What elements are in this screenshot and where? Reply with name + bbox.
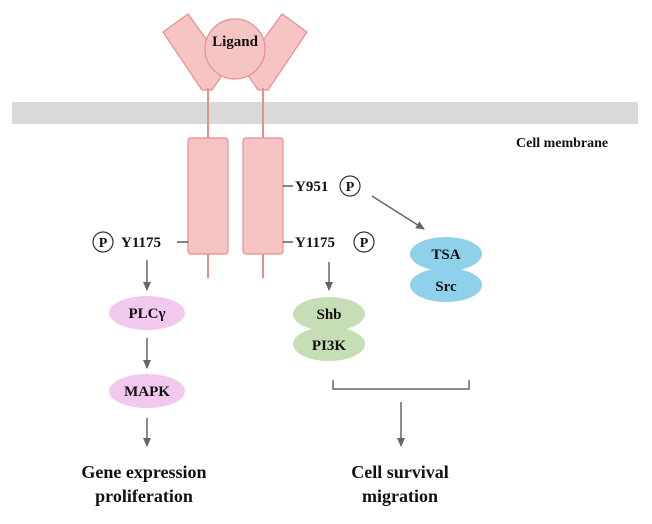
pi3k-label: PI3K — [312, 338, 347, 354]
outcome-left-line2: proliferation — [95, 486, 193, 506]
plcg-node — [109, 296, 185, 330]
shb-node — [293, 297, 365, 331]
receptor-left-arm — [162, 13, 228, 91]
arrow-y951-to-tsa — [371, 195, 425, 230]
src-node — [410, 268, 482, 302]
right-y951-label: Y951 — [295, 179, 328, 195]
shb-label: Shb — [316, 307, 341, 323]
receptor-kinase-left — [187, 137, 229, 255]
left-y1175-label: Y1175 — [121, 235, 161, 251]
mapk-label: MAPK — [124, 384, 170, 400]
convergence-bracket — [332, 380, 470, 390]
right-y1175-phospho-label: P — [360, 236, 369, 251]
left-phospho-circle — [92, 231, 114, 253]
cell-membrane-label: Cell membrane — [516, 136, 608, 151]
right-y951-phospho-label: P — [346, 180, 355, 195]
outcome-right-line2: migration — [362, 486, 438, 506]
cell-membrane-band — [12, 102, 638, 124]
pi3k-node — [293, 327, 365, 361]
receptor-right-arm — [242, 13, 308, 91]
receptor-extracellular-domain — [162, 13, 308, 91]
plcg-label: PLCγ — [128, 306, 165, 322]
outcome-left-line1: Gene expression — [81, 462, 206, 482]
right-y951-phospho-circle — [339, 175, 361, 197]
ligand-label: Ligand — [212, 34, 259, 50]
left-phospho-label: P — [99, 236, 108, 251]
receptor-kinase-right — [242, 137, 284, 255]
mapk-node — [109, 374, 185, 408]
receptor-stalks — [207, 88, 264, 278]
tsa-node — [410, 237, 482, 271]
src-label: Src — [435, 279, 457, 295]
right-y1175-label: Y1175 — [295, 235, 335, 251]
right-y1175-phospho-circle — [353, 231, 375, 253]
ligand-circle — [204, 18, 266, 80]
outcome-right-line1: Cell survival — [351, 462, 449, 482]
tsa-label: TSA — [431, 247, 460, 263]
